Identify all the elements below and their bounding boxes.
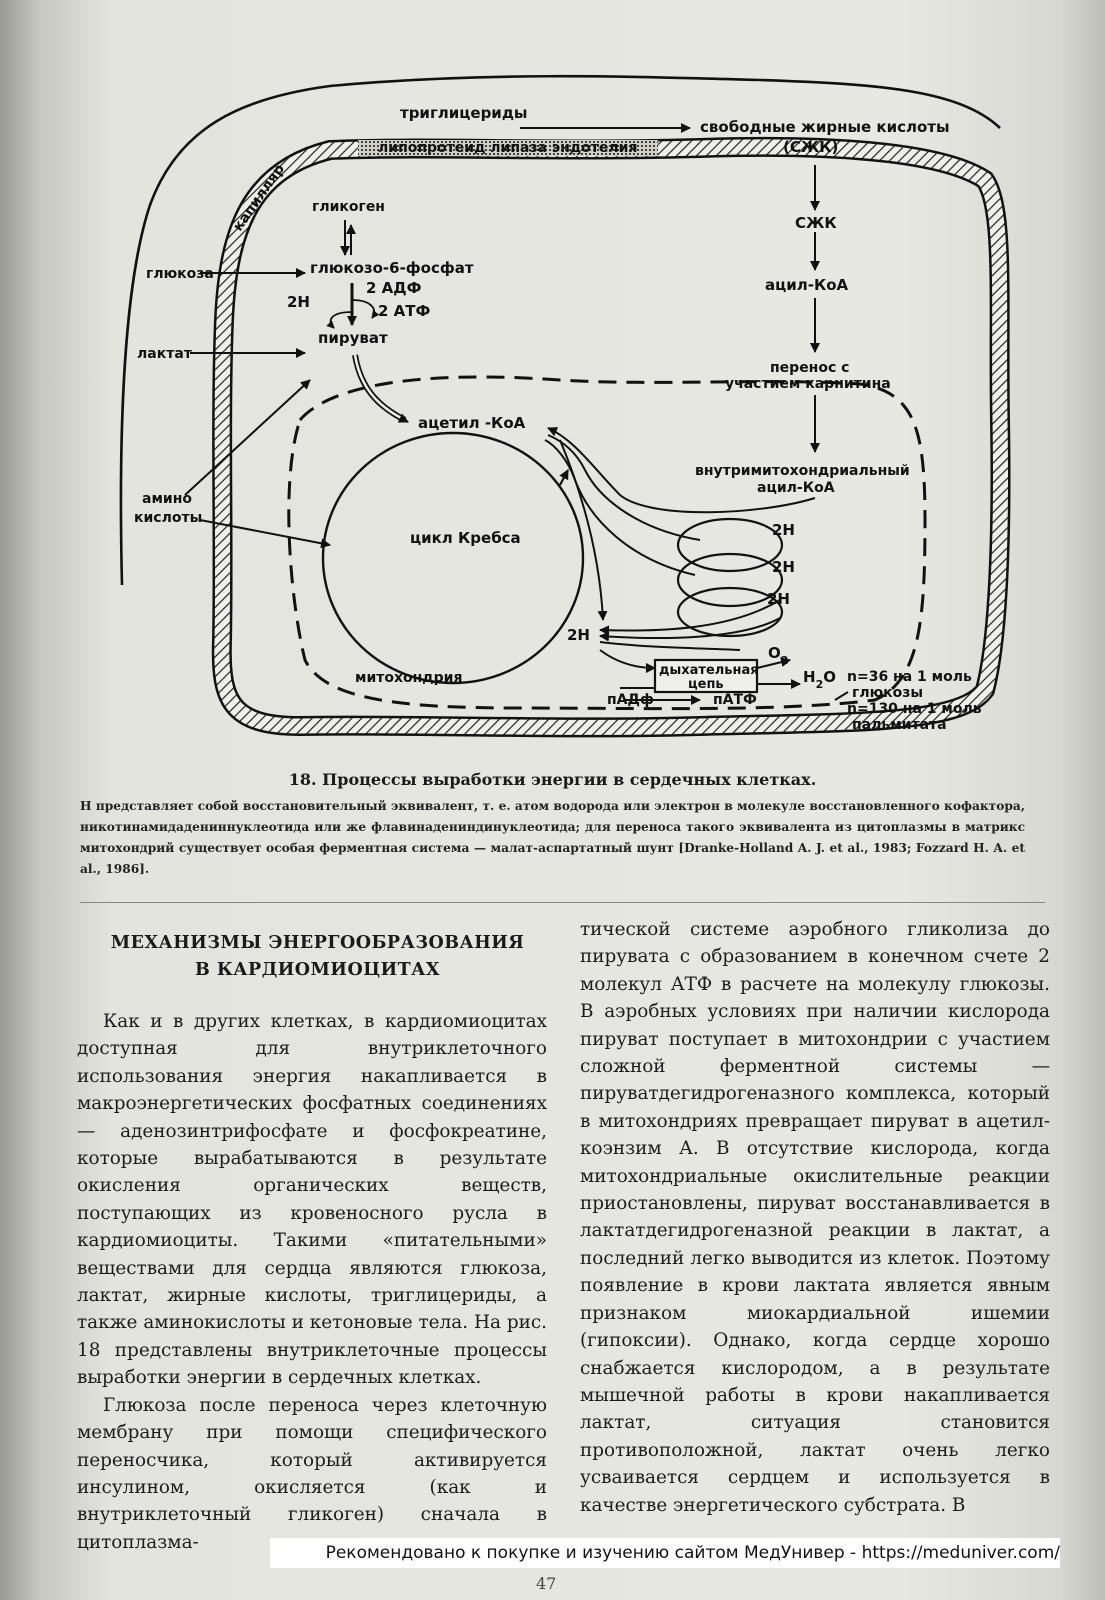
label-lipase: липопротеид липаза эндотелия xyxy=(378,140,637,156)
section-heading: МЕХАНИЗМЫ ЭНЕРГООБРАЗОВАНИЯ В КАРДИОМИОЦ… xyxy=(70,930,565,984)
label-adp2: 2 АДФ xyxy=(366,279,422,297)
section-heading-line-2: В КАРДИОМИОЦИТАХ xyxy=(70,957,565,984)
label-palmitate: пальмитата xyxy=(852,717,947,733)
label-g6p: глюкозо-6-фосфат xyxy=(310,259,474,277)
label-free-fatty-acids: свободные жирные кислоты xyxy=(700,118,950,136)
label-lactate: лактат xyxy=(137,346,193,362)
figure-title: 18. Процессы выработки энергии в сердечн… xyxy=(80,770,1025,789)
label-resp-2: цепь xyxy=(688,677,724,692)
label-acids: кислоты xyxy=(134,510,202,526)
label-mitochondria: митохондрия xyxy=(355,670,462,686)
label-glycogen: гликоген xyxy=(312,199,385,215)
figure-note: Н представляет собой восстановительный э… xyxy=(80,796,1025,880)
label-transfer-2: участием карнитина xyxy=(725,376,891,392)
label-capillary: капилляр xyxy=(230,161,288,234)
label-2h-b: 2Н xyxy=(772,558,795,576)
mitochondria-outline xyxy=(289,377,925,709)
cell-membrane xyxy=(222,147,1001,728)
label-2h-left: 2Н xyxy=(287,293,310,311)
label-natp: пАТФ xyxy=(713,692,757,708)
label-resp-1: дыхательная xyxy=(659,663,759,678)
label-acyl-coa: ацил-КоА xyxy=(765,276,849,294)
label-amino: амино xyxy=(142,491,192,507)
label-n130: n=130 на 1 моль xyxy=(847,701,982,717)
label-nadp: пАДф xyxy=(607,692,654,708)
label-n36: n=36 на 1 моль xyxy=(847,669,972,685)
energy-diagram: триглицериды липопротеид липаза эндотели… xyxy=(0,0,1105,780)
label-intra-1: внутримитохондриальный xyxy=(695,463,910,479)
label-h2o: H2O xyxy=(803,668,836,691)
label-ffa-abbr-paren: (СЖК) xyxy=(783,138,838,156)
label-2h-c: 2Н xyxy=(767,590,790,608)
label-acetyl-coa: ацетил -КоА xyxy=(418,414,526,432)
paragraph: Глюкоза после переноса через клеточную м… xyxy=(77,1392,547,1556)
page-number: 47 xyxy=(536,1574,556,1593)
label-2h-a: 2Н xyxy=(772,521,795,539)
divider xyxy=(80,902,1045,903)
label-intra-2: ацил-КоА xyxy=(757,480,835,496)
label-glucose-gen: глюкозы xyxy=(852,685,923,701)
paragraph: тической системе аэробного гликолиза до … xyxy=(580,916,1050,1519)
text-column-right: тической системе аэробного гликолиза до … xyxy=(580,916,1050,1519)
label-triglycerides: триглицериды xyxy=(400,104,528,122)
label-pyruvate: пируват xyxy=(318,329,388,347)
label-2h-d: 2Н xyxy=(567,626,590,644)
label-glucose: глюкоза xyxy=(146,266,214,282)
section-heading-line-1: МЕХАНИЗМЫ ЭНЕРГООБРАЗОВАНИЯ xyxy=(70,930,565,957)
text-column-left: Как и в других клетках, в кардиомиоцитах… xyxy=(77,1008,547,1556)
label-transfer-1: перенос с xyxy=(770,360,849,376)
krebs-cycle xyxy=(323,433,583,683)
label-krebs-cycle: цикл Кребса xyxy=(410,529,521,547)
footer-banner: Рекомендовано к покупке и изучению сайто… xyxy=(270,1538,1060,1568)
label-ffa: СЖК xyxy=(795,214,837,232)
label-atp2: 2 АТФ xyxy=(378,302,431,320)
beta-oxidation-loop-1 xyxy=(678,519,782,571)
paragraph: Как и в других клетках, в кардиомиоцитах… xyxy=(77,1008,547,1392)
